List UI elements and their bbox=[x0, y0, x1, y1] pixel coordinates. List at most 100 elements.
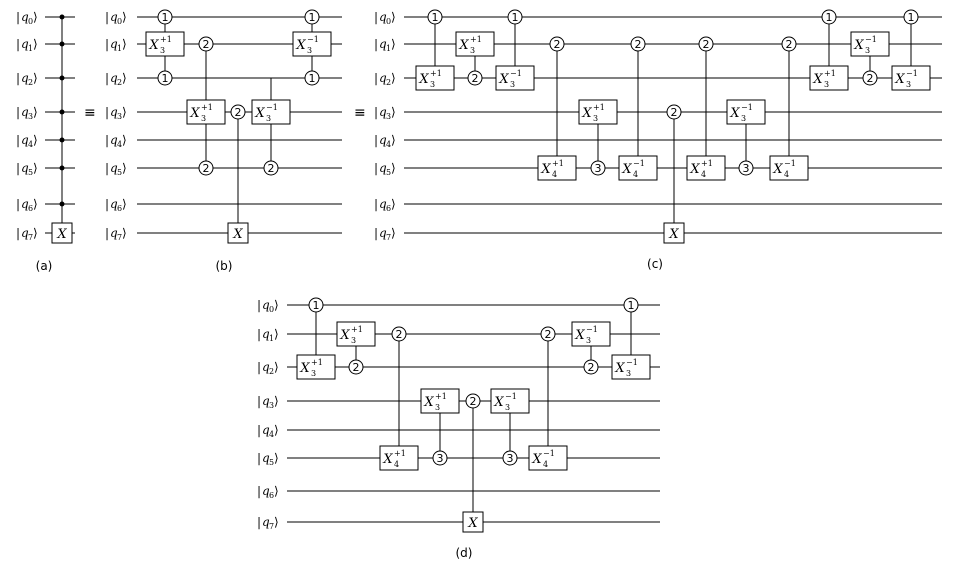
svg-text:6: 6 bbox=[117, 204, 122, 213]
svg-text:X: X bbox=[531, 452, 542, 467]
svg-text:4: 4 bbox=[633, 170, 638, 179]
svg-text:|: | bbox=[374, 37, 378, 51]
svg-text:|: | bbox=[105, 197, 109, 211]
svg-text:0: 0 bbox=[386, 17, 391, 26]
svg-text:|: | bbox=[16, 197, 20, 211]
gate-X3-plus-c: X+13 bbox=[455, 31, 495, 57]
control-2-c: 2 bbox=[467, 70, 483, 86]
svg-text:3: 3 bbox=[743, 162, 750, 175]
svg-text:+1: +1 bbox=[201, 103, 213, 112]
svg-text:3: 3 bbox=[430, 80, 435, 89]
svg-text:⟩: ⟩ bbox=[391, 10, 396, 24]
svg-text:⟩: ⟩ bbox=[122, 71, 127, 85]
svg-text:q: q bbox=[262, 423, 270, 437]
svg-text:−1: −1 bbox=[510, 69, 522, 78]
svg-text:⟩: ⟩ bbox=[122, 197, 127, 211]
control-dot-a bbox=[59, 165, 65, 171]
control-2-c: 2 bbox=[698, 36, 714, 52]
gate-X3-minus-c: X−13 bbox=[891, 65, 931, 91]
svg-text:q: q bbox=[262, 451, 270, 465]
svg-text:−1: −1 bbox=[543, 449, 555, 458]
gate-X3-minus-c: X−13 bbox=[726, 99, 766, 125]
svg-text:3: 3 bbox=[351, 336, 356, 345]
control-3-d: 3 bbox=[502, 450, 518, 466]
svg-text:2: 2 bbox=[470, 395, 477, 408]
svg-text:⟩: ⟩ bbox=[33, 71, 38, 85]
svg-text:0: 0 bbox=[117, 17, 122, 26]
svg-text:⟩: ⟩ bbox=[274, 298, 279, 312]
svg-text:3: 3 bbox=[117, 112, 122, 121]
svg-text:1: 1 bbox=[908, 11, 915, 24]
svg-text:3: 3 bbox=[437, 452, 444, 465]
svg-text:⟩: ⟩ bbox=[274, 394, 279, 408]
control-2-c: 2 bbox=[666, 104, 682, 120]
control-2-c: 2 bbox=[630, 36, 646, 52]
svg-text:⟩: ⟩ bbox=[391, 161, 396, 175]
svg-text:X: X bbox=[254, 106, 265, 121]
svg-text:⟩: ⟩ bbox=[122, 161, 127, 175]
svg-text:⟩: ⟩ bbox=[391, 197, 396, 211]
gate-X-b: X bbox=[227, 222, 249, 244]
svg-text:⟩: ⟩ bbox=[274, 327, 279, 341]
svg-text:⟩: ⟩ bbox=[33, 197, 38, 211]
svg-text:|: | bbox=[374, 133, 378, 147]
control-dot-a bbox=[59, 201, 65, 207]
svg-text:2: 2 bbox=[635, 38, 642, 51]
svg-text:|: | bbox=[257, 423, 261, 437]
svg-text:X: X bbox=[614, 361, 625, 376]
svg-text:q: q bbox=[262, 360, 270, 374]
svg-text:7: 7 bbox=[386, 233, 391, 242]
svg-text:|: | bbox=[105, 105, 109, 119]
svg-text:−1: −1 bbox=[586, 325, 598, 334]
svg-text:−1: −1 bbox=[633, 159, 645, 168]
svg-text:X: X bbox=[621, 162, 632, 177]
svg-text:X: X bbox=[772, 162, 783, 177]
svg-text:X: X bbox=[232, 227, 243, 242]
control-dot-a bbox=[59, 41, 65, 47]
control-1-c: 1 bbox=[903, 9, 919, 25]
svg-text:2: 2 bbox=[28, 78, 33, 87]
control-2-c: 2 bbox=[549, 36, 565, 52]
svg-text:2: 2 bbox=[588, 361, 595, 374]
svg-text:q: q bbox=[21, 197, 29, 211]
svg-text:−1: −1 bbox=[865, 35, 877, 44]
svg-text:3: 3 bbox=[311, 369, 316, 378]
svg-text:|: | bbox=[105, 226, 109, 240]
svg-text:4: 4 bbox=[28, 140, 33, 149]
caption-d: (d) bbox=[456, 546, 473, 560]
svg-text:3: 3 bbox=[595, 162, 602, 175]
svg-text:X: X bbox=[812, 72, 823, 87]
gate-X3-plus-c: X+13 bbox=[415, 65, 455, 91]
svg-text:q: q bbox=[262, 484, 270, 498]
svg-text:1: 1 bbox=[162, 11, 169, 24]
svg-text:3: 3 bbox=[593, 114, 598, 123]
control-dot-a bbox=[59, 137, 65, 143]
svg-text:1: 1 bbox=[309, 11, 316, 24]
svg-text:−1: −1 bbox=[505, 392, 517, 401]
equiv-symbol-bc: ≡ bbox=[354, 105, 366, 121]
svg-text:X: X bbox=[689, 162, 700, 177]
svg-text:1: 1 bbox=[432, 11, 439, 24]
control-2-d: 2 bbox=[540, 326, 556, 342]
svg-text:q: q bbox=[379, 133, 387, 147]
control-1-b: 1 bbox=[157, 70, 173, 86]
svg-text:|: | bbox=[257, 484, 261, 498]
svg-text:−1: −1 bbox=[906, 69, 918, 78]
svg-text:2: 2 bbox=[269, 367, 274, 376]
svg-text:q: q bbox=[110, 37, 118, 51]
svg-text:1: 1 bbox=[386, 44, 391, 53]
gate-X3-minus-c: X−13 bbox=[850, 31, 890, 57]
svg-text:5: 5 bbox=[28, 168, 33, 177]
control-dot-a bbox=[59, 109, 65, 115]
